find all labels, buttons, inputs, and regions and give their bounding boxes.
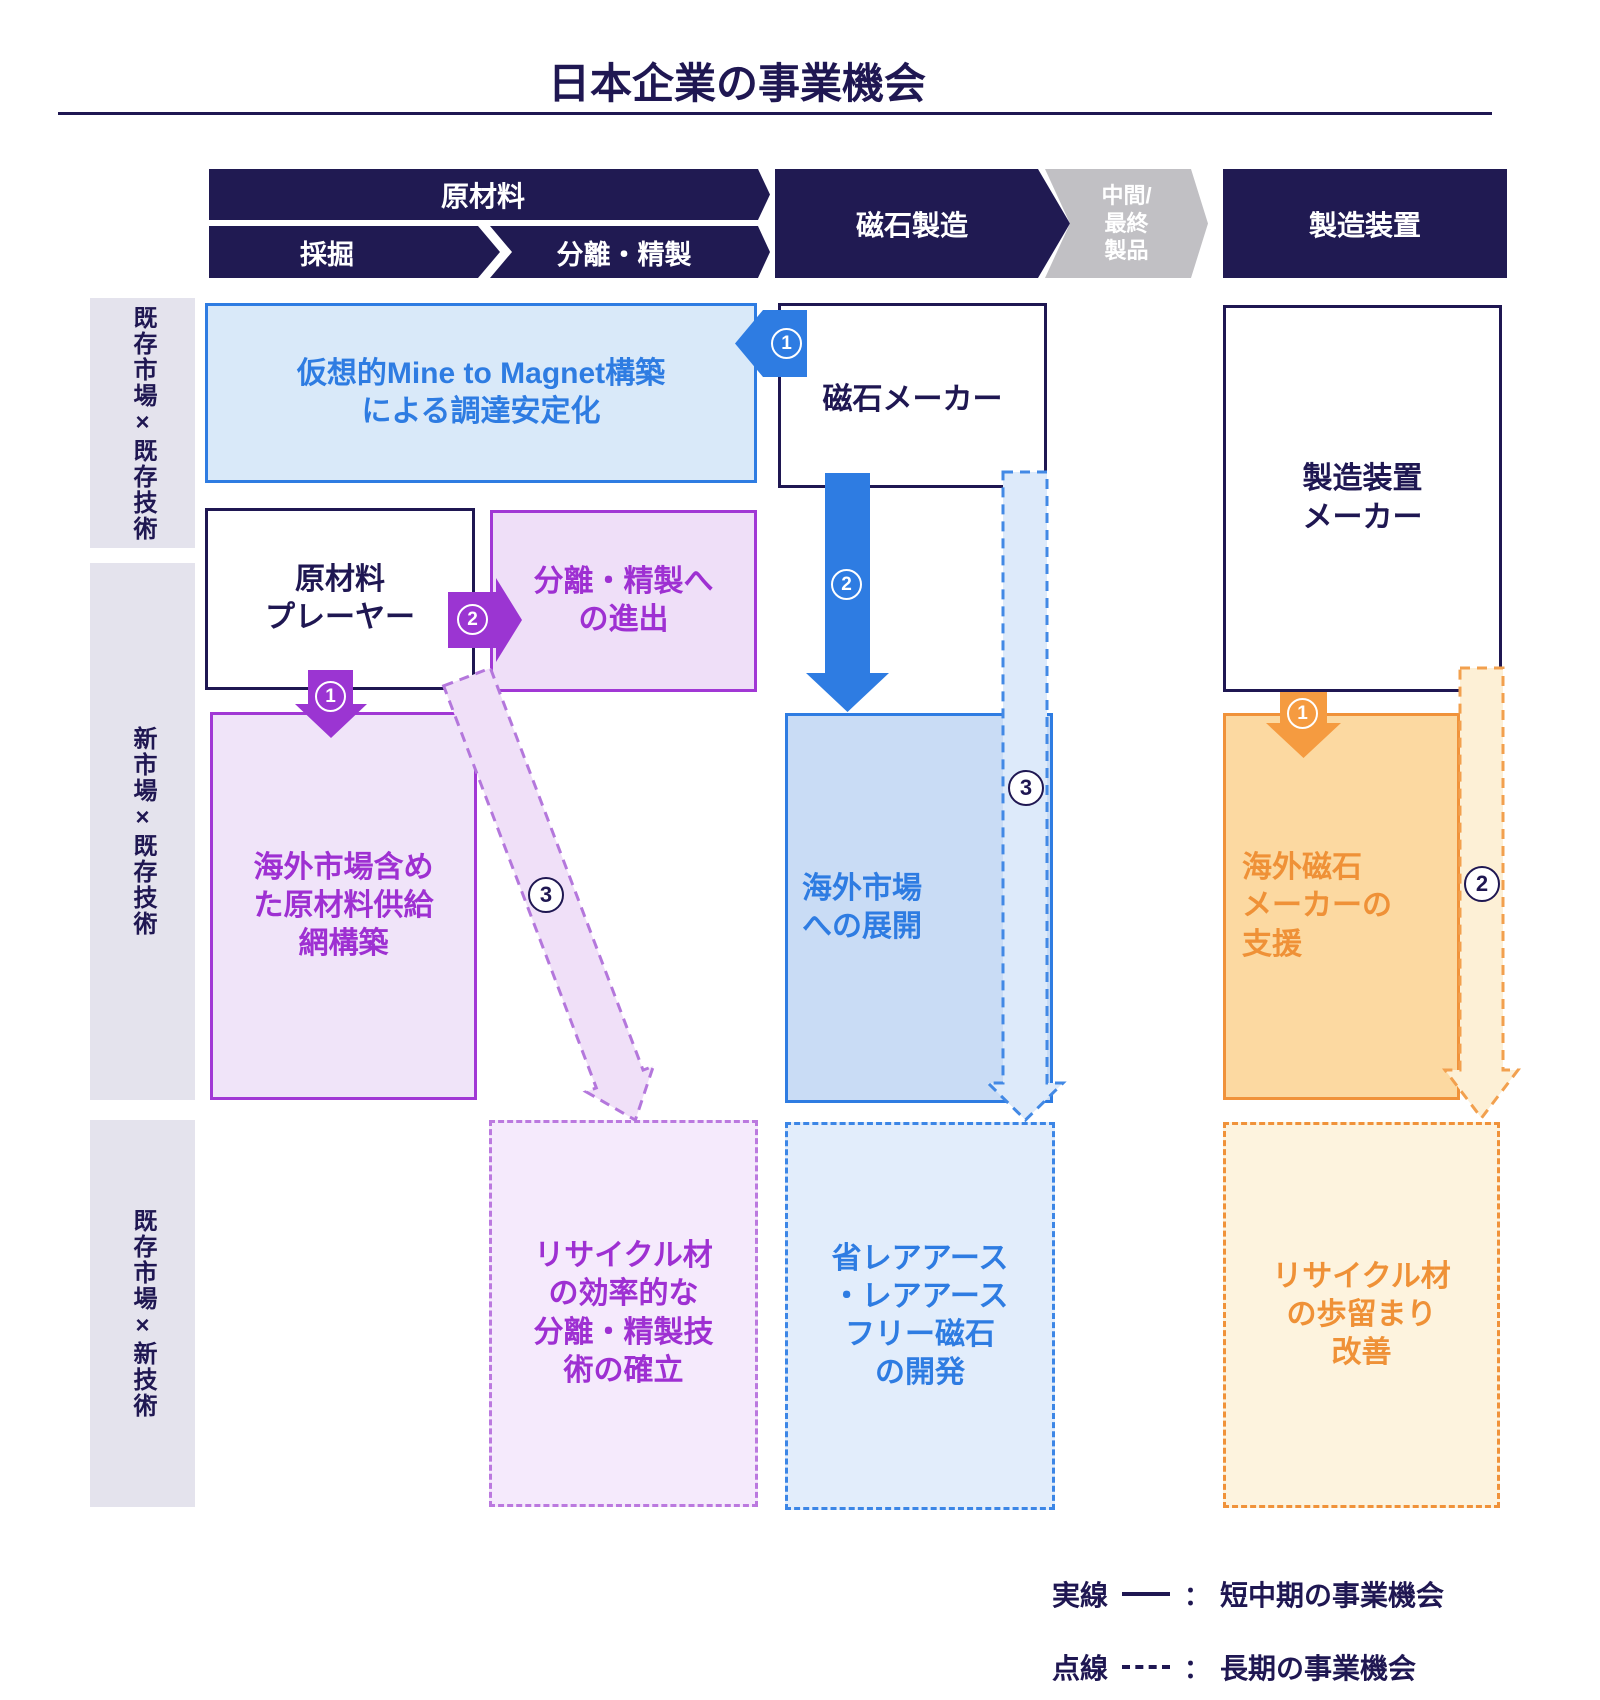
badge-purple-2: 2 — [457, 604, 488, 635]
title-underline — [58, 112, 1492, 115]
stage-raw-materials: 原材料 — [209, 169, 770, 220]
legend-solid-desc: 短中期の事業機会 — [1220, 1580, 1445, 1611]
box-recycle-separation-technology: リサイクル材 の効率的な 分離・精製技 術の確立 — [489, 1120, 758, 1507]
badge-purple-1: 1 — [315, 681, 346, 712]
badge-blue-2: 2 — [831, 569, 862, 600]
box-recycle-yield-improvement: リサイクル材 の歩留まり 改善 — [1223, 1122, 1500, 1508]
box-equipment-maker: 製造装置 メーカー — [1223, 305, 1502, 692]
legend-dashed-line-sample — [1122, 1665, 1171, 1669]
box-overseas-magnet-maker-support: 海外磁石 メーカーの 支援 — [1223, 713, 1460, 1100]
stage-magnet-manufacturing: 磁石製造 — [775, 169, 1070, 278]
legend-solid: 実線 ： 短中期の事業機会 — [1052, 1574, 1444, 1614]
box-rare-earth-free-magnet: 省レアアース ・レアアース フリー磁石 の開発 — [785, 1122, 1055, 1510]
row-label-existing-market-existing-tech: 既存市場×既存技術 — [90, 298, 195, 548]
stage-manufacturing-equipment: 製造装置 — [1223, 169, 1507, 278]
stage-mining: 採掘 — [209, 226, 500, 278]
box-separation-entry: 分離・精製へ の進出 — [490, 510, 757, 692]
legend-dashed-desc: 長期の事業機会 — [1220, 1653, 1417, 1684]
box-overseas-market-expansion: 海外市場 への展開 — [785, 713, 1053, 1103]
row-label-new-market-existing-tech: 新市場×既存技術 — [90, 563, 195, 1100]
badge-orange-1: 1 — [1287, 698, 1318, 729]
legend-dashed: 点線 ： 長期の事業機会 — [1052, 1647, 1416, 1687]
box-raw-material-player: 原材料 プレーヤー — [205, 508, 475, 690]
page-title: 日本企業の事業機会 — [547, 60, 927, 107]
legend-solid-label: 実線 — [1052, 1580, 1109, 1611]
box-virtual-mine-to-magnet: 仮想的Mine to Magnet構築 による調達安定化 — [205, 303, 757, 483]
row-label-existing-market-new-tech: 既存市場×新技術 — [90, 1120, 195, 1507]
badge-orange-2-dashed: 2 — [1464, 866, 1500, 902]
legend-dashed-label: 点線 — [1052, 1653, 1109, 1684]
box-overseas-supply-network: 海外市場含め た原材料供給 網構築 — [210, 712, 477, 1100]
badge-blue-3-dashed: 3 — [1008, 770, 1044, 806]
badge-blue-1: 1 — [771, 328, 802, 359]
stage-separation-refining: 分離・精製 — [490, 226, 770, 278]
legend-colon: ： — [1184, 1653, 1211, 1684]
legend-colon: ： — [1184, 1580, 1211, 1611]
badge-purple-3-dashed: 3 — [528, 877, 564, 913]
legend-solid-line-sample — [1122, 1592, 1171, 1596]
box-magnet-maker: 磁石メーカー — [778, 303, 1047, 488]
stage-intermediate-final-products: 中間/ 最終 製品 — [1045, 169, 1208, 278]
